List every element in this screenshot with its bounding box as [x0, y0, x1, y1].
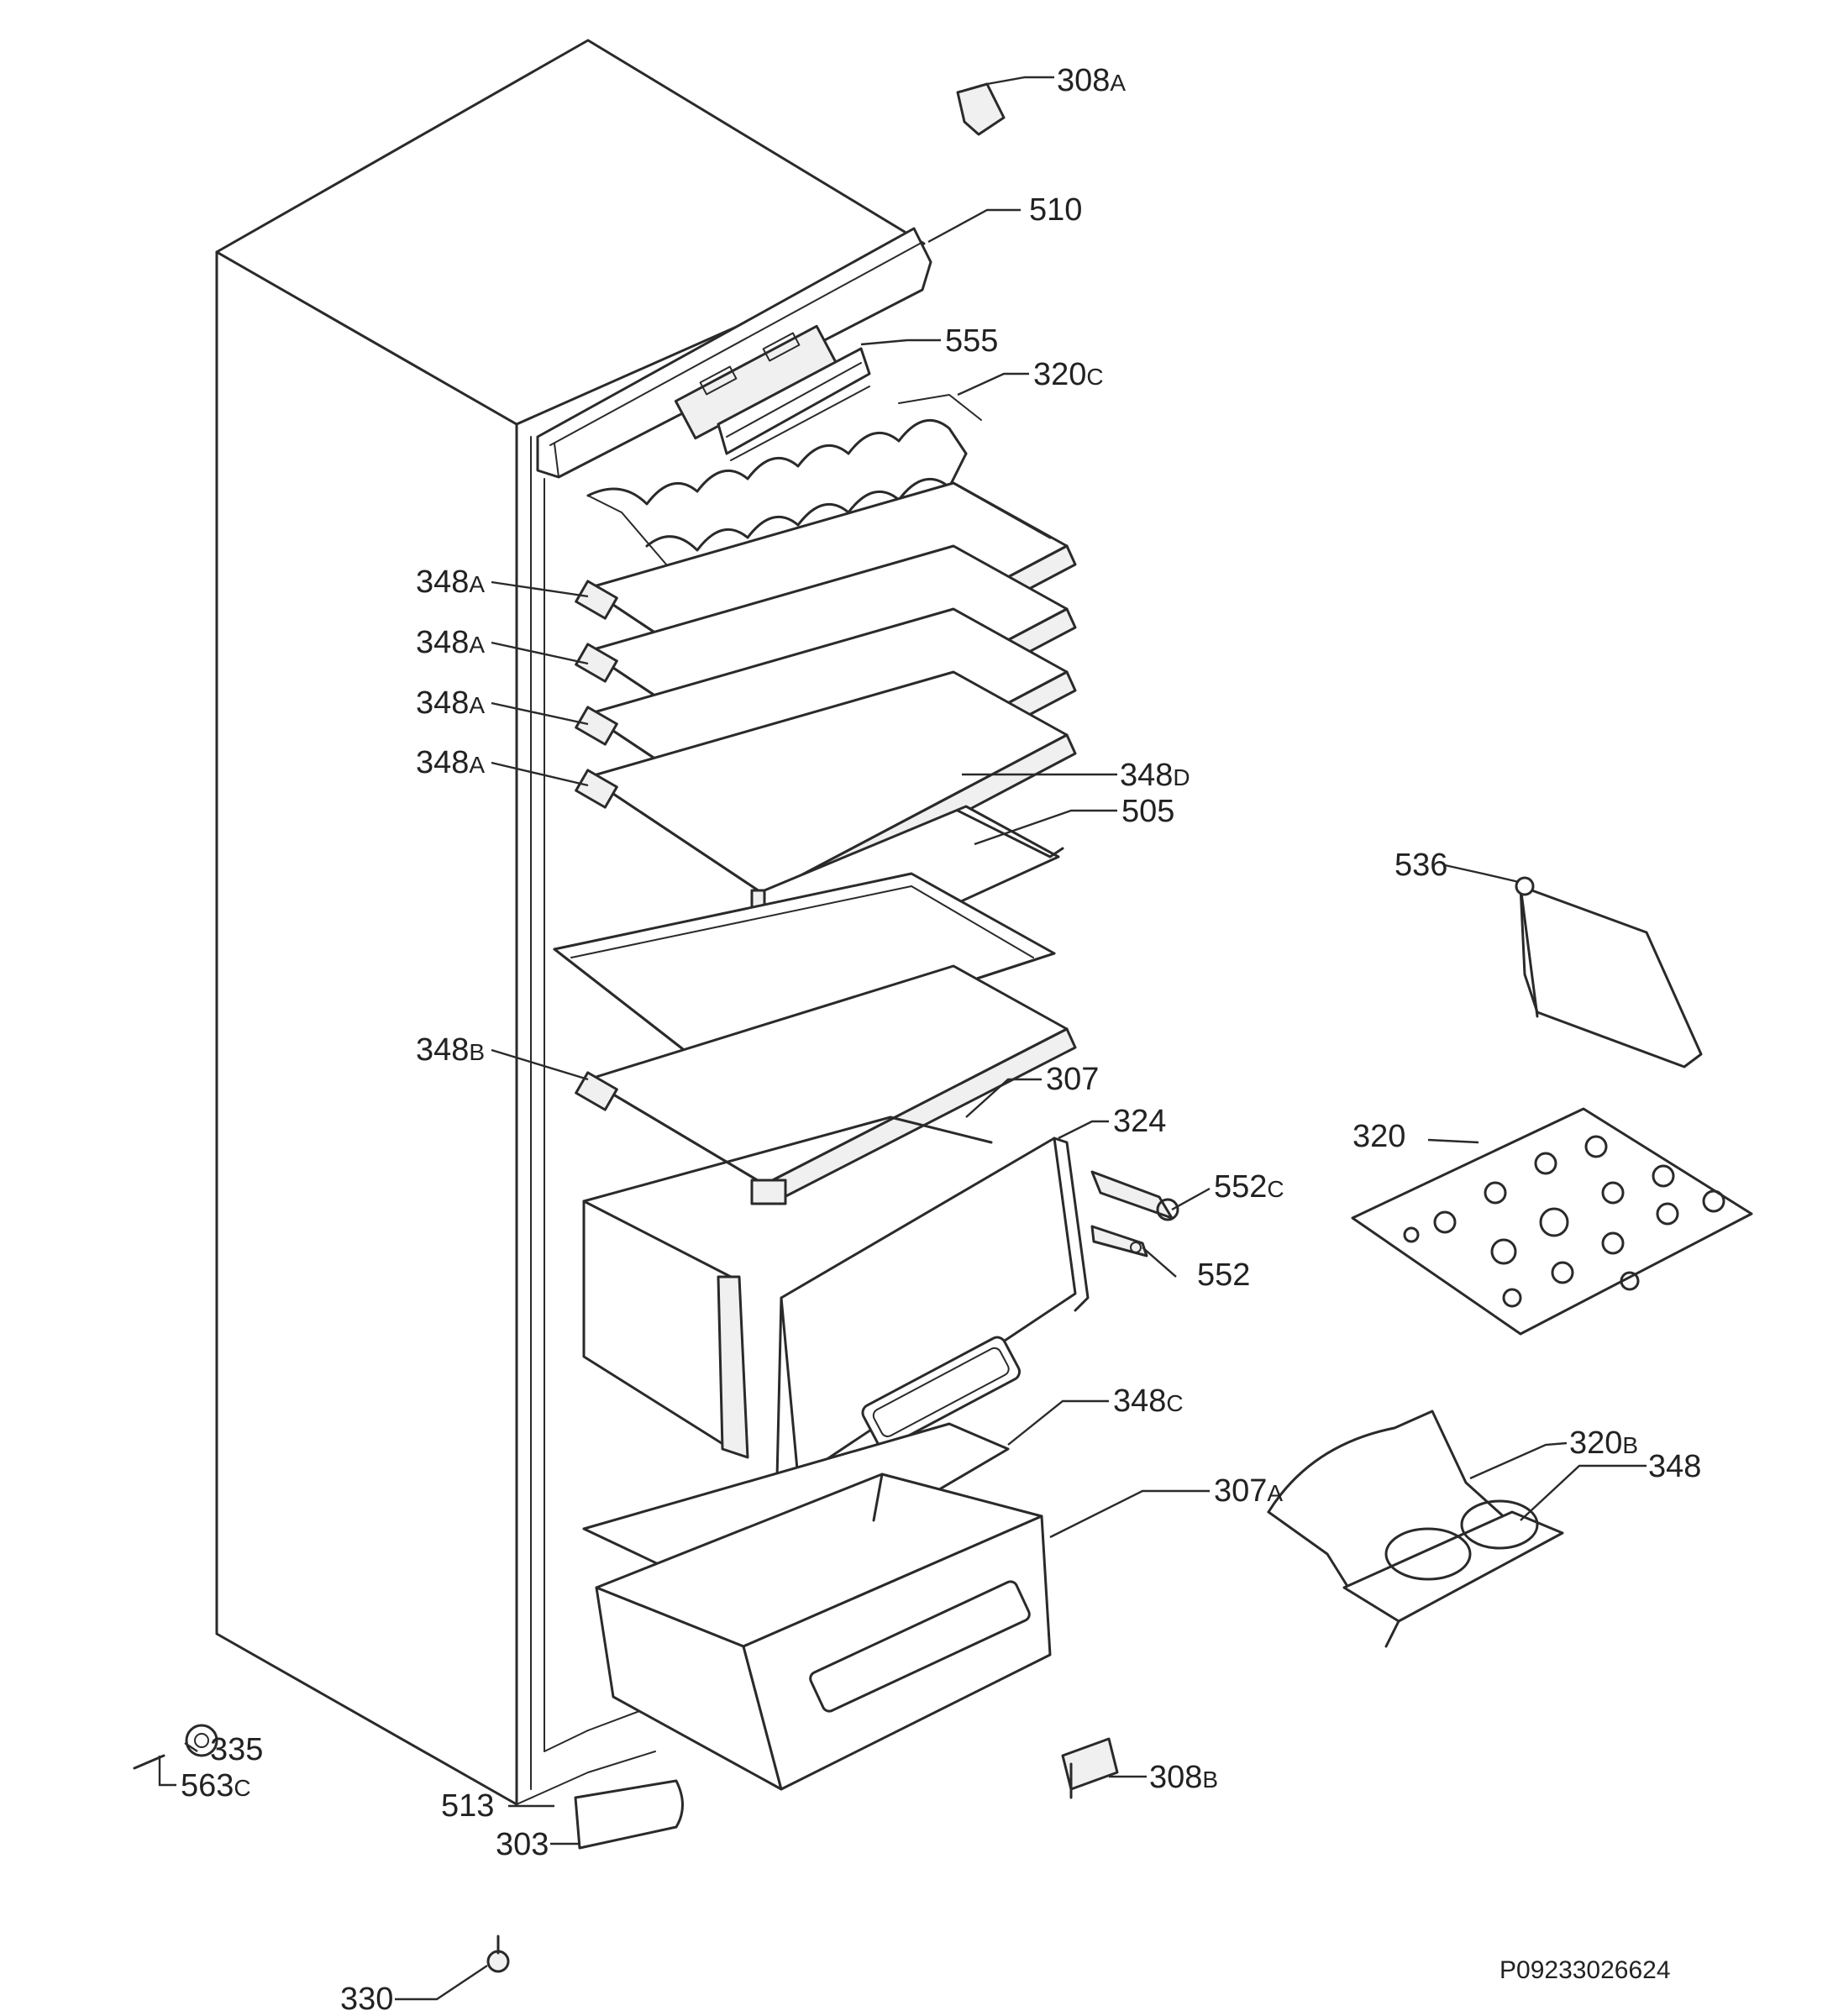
- part-label-308b: 308B: [1149, 1760, 1218, 1795]
- part-label-536: 536: [1394, 848, 1447, 883]
- part-label-320b: 320B: [1569, 1425, 1638, 1461]
- fridge-cabinet: [215, 39, 926, 1806]
- part-label-510: 510: [1029, 192, 1082, 228]
- part-label-348a-3: 348A: [416, 685, 485, 721]
- part-label-348c: 348C: [1113, 1383, 1184, 1419]
- part-label-303: 303: [496, 1827, 549, 1862]
- glass-shelf-b: [575, 964, 1077, 1205]
- part-label-335: 335: [210, 1732, 263, 1767]
- part-labels: 308A 510 555 320C 348A 348A 348A 348A 34…: [181, 63, 1701, 2016]
- part-label-555: 555: [945, 323, 998, 359]
- part-label-330: 330: [340, 1982, 393, 2016]
- part-label-307a: 307A: [1214, 1473, 1283, 1509]
- light-cover: [717, 347, 871, 461]
- part-label-348a-4: 348A: [416, 745, 485, 780]
- part-label-348a-1: 348A: [416, 564, 485, 600]
- divider-plate: [1515, 876, 1703, 1068]
- part-label-348a-2: 348A: [416, 625, 485, 660]
- control-panel: [536, 227, 932, 479]
- part-label-308a: 308A: [1057, 63, 1126, 98]
- upper-drawer: [582, 1116, 1090, 1480]
- part-label-320c: 320C: [1033, 357, 1104, 392]
- leader-lines: [158, 76, 1647, 2001]
- part-label-324: 324: [1113, 1104, 1166, 1139]
- bottle-holder: [1267, 1410, 1564, 1648]
- egg-tray: [1351, 1107, 1753, 1336]
- diagram-code: P09233026624: [1499, 1956, 1671, 1984]
- glass-shelves: [575, 481, 1077, 916]
- part-label-307: 307: [1046, 1062, 1099, 1097]
- part-label-552: 552: [1197, 1257, 1250, 1293]
- part-label-348b: 348B: [416, 1032, 485, 1068]
- part-label-320: 320: [1352, 1119, 1405, 1154]
- part-label-563c: 563C: [181, 1768, 251, 1803]
- part-label-348d: 348D: [1120, 758, 1190, 793]
- part-label-348: 348: [1648, 1449, 1701, 1484]
- part-label-552c: 552C: [1214, 1169, 1284, 1205]
- part-label-513: 513: [441, 1788, 494, 1824]
- part-label-505: 505: [1121, 794, 1174, 829]
- crisper-drawer: [595, 1473, 1052, 1791]
- drawer-rails: [1090, 1170, 1179, 1257]
